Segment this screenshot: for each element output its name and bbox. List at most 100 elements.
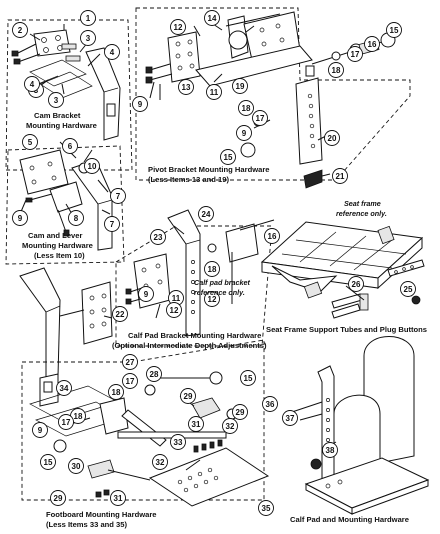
caption-calf-pad-bracket-line-1: Calf Pad Bracket Mounting Hardware	[128, 331, 261, 340]
callout-number: 1	[86, 14, 91, 23]
callout-item-2: 2	[12, 22, 28, 38]
caption-cam-bracket-line-1: Cam Bracket	[34, 111, 81, 120]
calf-pad-group	[285, 336, 430, 515]
callout-item-24: 24	[198, 206, 214, 222]
callout-number: 27	[126, 358, 135, 367]
callout-number: 34	[60, 384, 69, 393]
callout-item-36: 36	[262, 396, 278, 412]
callout-number: 14	[208, 14, 217, 23]
callout-bubble	[110, 188, 126, 204]
callout-number: 18	[112, 388, 121, 397]
callout-number: 32	[156, 458, 165, 467]
callout-item-15: 15	[220, 149, 236, 165]
callout-number: 2	[18, 26, 23, 35]
callout-number: 15	[44, 458, 53, 467]
callout-bubble	[178, 79, 194, 95]
callout-number: 15	[244, 374, 253, 383]
callout-bubble	[58, 414, 74, 430]
callout-number: 29	[236, 408, 245, 417]
callout-number: 17	[351, 50, 360, 59]
callout-number: 11	[172, 294, 181, 303]
callout-bubble	[62, 138, 78, 154]
callout-bubble	[262, 396, 278, 412]
callout-bubble	[32, 422, 48, 438]
callout-bubble	[108, 384, 124, 400]
callout-bubble	[347, 46, 363, 62]
callout-item-16: 16	[364, 36, 380, 52]
callout-number: 16	[368, 40, 377, 49]
callout-item-22: 22	[112, 306, 128, 322]
callout-number: 31	[192, 420, 201, 429]
callout-item-13: 13	[178, 79, 194, 95]
callout-number: 30	[72, 462, 81, 471]
callout-bubble	[222, 418, 238, 434]
callout-item-9: 9	[138, 286, 154, 302]
callout-number: 7	[116, 192, 121, 201]
caption-footboard-line-2: (Less Items 33 and 35)	[46, 520, 128, 529]
callout-number: 23	[154, 233, 163, 242]
caption-cam-bracket-line-2: Mounting Hardware	[26, 121, 97, 130]
caption-support-tubes: Seat Frame Support Tubes and Plug Button…	[266, 325, 427, 334]
callout-item-3: 3	[80, 30, 96, 46]
callout-item-18: 18	[204, 261, 220, 277]
callout-bubble	[180, 388, 196, 404]
caption-footboard-line-1: Footboard Mounting Hardware	[46, 510, 157, 519]
callout-bubble	[122, 373, 138, 389]
callout-number: 6	[68, 142, 73, 151]
callout-number: 18	[208, 265, 217, 274]
callout-number: 24	[202, 210, 211, 219]
callout-item-25: 25	[400, 281, 416, 297]
callout-number: 17	[126, 377, 135, 386]
callout-bubble	[138, 286, 154, 302]
callout-number: 12	[170, 306, 179, 315]
callout-item-29: 29	[232, 404, 248, 420]
callout-number: 18	[74, 412, 83, 421]
callout-bubble	[146, 366, 162, 382]
callout-bubble	[236, 125, 252, 141]
callout-number: 20	[328, 134, 337, 143]
callout-number: 11	[210, 88, 219, 97]
callout-item-15: 15	[386, 22, 402, 38]
callout-number: 29	[184, 392, 193, 401]
callout-item-17: 17	[252, 110, 268, 126]
callout-item-18: 18	[328, 62, 344, 78]
callout-item-23: 23	[150, 229, 166, 245]
callout-item-11: 11	[206, 84, 222, 100]
callout-number: 9	[138, 100, 143, 109]
callout-bubble	[232, 404, 248, 420]
callout-number: 19	[236, 82, 245, 91]
callout-number: 32	[226, 422, 235, 431]
callout-item-9: 9	[12, 210, 28, 226]
callout-item-35: 35	[258, 500, 274, 516]
callout-item-4: 4	[104, 44, 120, 60]
callout-item-4: 4	[24, 76, 40, 92]
callout-item-9: 9	[32, 422, 48, 438]
callout-item-29: 29	[180, 388, 196, 404]
callout-item-8: 8	[68, 210, 84, 226]
callout-number: 37	[286, 414, 295, 423]
callout-bubble	[258, 500, 274, 516]
seat-frame-group	[260, 221, 425, 319]
callout-number: 12	[174, 23, 183, 32]
callout-item-9: 9	[132, 96, 148, 112]
callout-item-20: 20	[324, 130, 340, 146]
callout-bubble	[204, 261, 220, 277]
calf-pad-bracket-group	[115, 209, 275, 347]
callout-number: 15	[390, 26, 399, 35]
callout-bubble	[22, 134, 38, 150]
callout-bubble	[324, 130, 340, 146]
callout-number: 33	[174, 438, 183, 447]
callout-bubble	[282, 410, 298, 426]
callout-bubble	[328, 62, 344, 78]
callout-number: 18	[332, 66, 341, 75]
callout-bubble	[110, 490, 126, 506]
callout-item-16: 16	[264, 228, 280, 244]
callout-bubble	[238, 100, 254, 116]
caption-calf-pad-bracket-line-2: (Optional Intermediate Depth Adjustments…	[112, 341, 267, 350]
callout-item-31: 31	[188, 416, 204, 432]
callout-bubble	[400, 281, 416, 297]
callout-item-17: 17	[58, 414, 74, 430]
callout-bubble	[50, 490, 66, 506]
callout-item-7: 7	[110, 188, 126, 204]
